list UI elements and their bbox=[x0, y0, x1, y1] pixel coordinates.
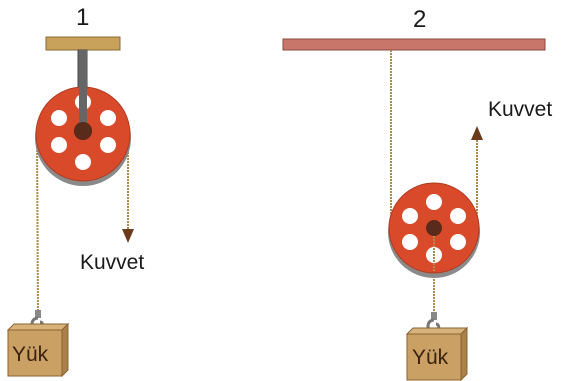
force-label-2: Kuvvet bbox=[488, 98, 553, 121]
figure-number-1: 1 bbox=[76, 4, 90, 31]
ceiling-beam-1 bbox=[45, 36, 121, 51]
force-label-1: Kuvvet bbox=[80, 251, 145, 274]
rope-left-1 bbox=[36, 134, 39, 319]
figure-number-2: 2 bbox=[413, 6, 427, 33]
force-arrow-down bbox=[122, 229, 134, 243]
figure-1 bbox=[6, 36, 134, 378]
load-label-1: Yük bbox=[12, 343, 49, 366]
pulley-wheel-2 bbox=[388, 182, 480, 278]
force-arrow-up bbox=[471, 126, 483, 140]
figure-2 bbox=[282, 38, 546, 381]
load-crate-1 bbox=[6, 322, 70, 378]
load-label-2: Yük bbox=[412, 346, 449, 369]
ceiling-beam-2 bbox=[282, 38, 546, 51]
pulley-wheel-1 bbox=[35, 50, 131, 186]
load-crate-2 bbox=[405, 326, 469, 381]
